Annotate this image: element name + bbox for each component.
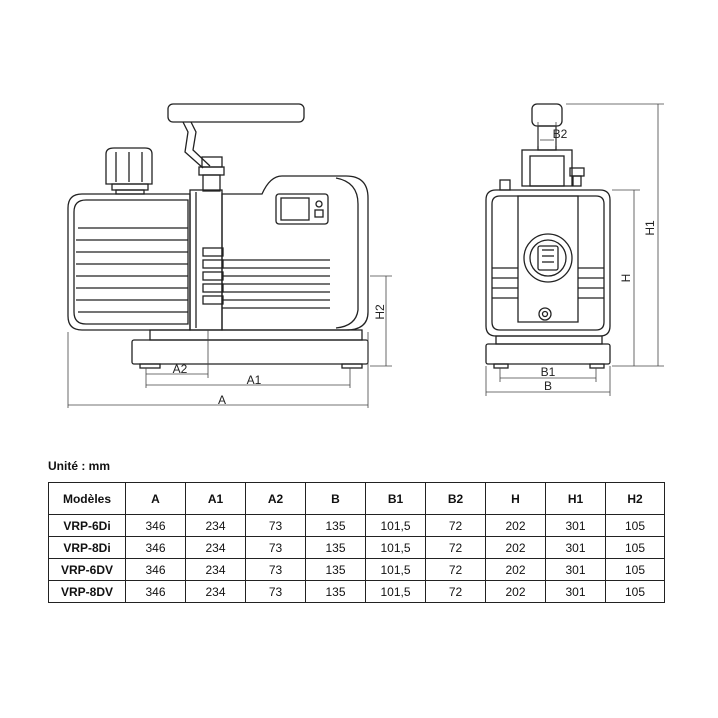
- table-cell: 73: [245, 580, 306, 603]
- spec-table: Modèles A A1 A2 B B1 B2 H H1 H2 VRP-6Di …: [48, 482, 665, 603]
- table-cell: 301: [545, 580, 606, 603]
- dim-label-a1: A1: [247, 373, 262, 387]
- column-header: B1: [365, 482, 426, 515]
- table-cell: 135: [305, 558, 366, 581]
- column-header: A2: [245, 482, 306, 515]
- dim-label-a2: A2: [173, 362, 188, 376]
- table-cell: 105: [605, 514, 665, 537]
- dim-label-b1: B1: [541, 365, 556, 379]
- table-cell: 135: [305, 580, 366, 603]
- table-row: VRP-8Di 346 234 73 135 101,5 72 202 301 …: [48, 536, 665, 559]
- table-cell: 346: [125, 514, 186, 537]
- table-row: VRP-6DV 346 234 73 135 101,5 72 202 301 …: [48, 558, 665, 581]
- column-header: H1: [545, 482, 606, 515]
- dim-label-b2: B2: [553, 127, 568, 141]
- table-cell: 346: [125, 558, 186, 581]
- table-cell: 72: [425, 536, 486, 559]
- dim-label-h: H: [619, 274, 633, 283]
- dim-label-b: B: [544, 379, 552, 393]
- model-cell: VRP-8Di: [48, 536, 126, 559]
- table-cell: 101,5: [365, 514, 426, 537]
- column-header: H: [485, 482, 546, 515]
- table-row: VRP-8DV 346 234 73 135 101,5 72 202 301 …: [48, 580, 665, 603]
- table-cell: 234: [185, 580, 246, 603]
- dim-label-h2: H2: [373, 304, 387, 320]
- table-cell: 135: [305, 536, 366, 559]
- table-header-row: Modèles A A1 A2 B B1 B2 H H1 H2: [48, 482, 665, 515]
- column-header: A1: [185, 482, 246, 515]
- table-cell: 101,5: [365, 580, 426, 603]
- column-header: Modèles: [48, 482, 126, 515]
- table-cell: 72: [425, 580, 486, 603]
- dim-label-h1: H1: [643, 220, 657, 236]
- table-cell: 234: [185, 536, 246, 559]
- table-cell: 301: [545, 558, 606, 581]
- dim-label-a: A: [218, 393, 226, 407]
- table-cell: 346: [125, 580, 186, 603]
- table-cell: 202: [485, 558, 546, 581]
- table-cell: 234: [185, 514, 246, 537]
- unit-label: Unité : mm: [48, 459, 111, 473]
- table-cell: 73: [245, 536, 306, 559]
- front-view-pump: [485, 103, 611, 369]
- table-cell: 301: [545, 514, 606, 537]
- table-cell: 73: [245, 558, 306, 581]
- table-cell: 101,5: [365, 536, 426, 559]
- table-cell: 234: [185, 558, 246, 581]
- table-cell: 101,5: [365, 558, 426, 581]
- pump-technical-drawing: A2 A1 A H2 B1 B B2 H H1: [67, 103, 664, 408]
- table-cell: 73: [245, 514, 306, 537]
- table-cell: 105: [605, 558, 665, 581]
- model-cell: VRP-6DV: [48, 558, 126, 581]
- column-header: H2: [605, 482, 665, 515]
- dimension-lines: [67, 103, 664, 408]
- table-cell: 301: [545, 536, 606, 559]
- column-header: B: [305, 482, 366, 515]
- table-cell: 72: [425, 514, 486, 537]
- table-cell: 202: [485, 580, 546, 603]
- table-cell: 135: [305, 514, 366, 537]
- table-cell: 202: [485, 536, 546, 559]
- table-row: VRP-6Di 346 234 73 135 101,5 72 202 301 …: [48, 514, 665, 537]
- table-cell: 346: [125, 536, 186, 559]
- model-cell: VRP-6Di: [48, 514, 126, 537]
- column-header: B2: [425, 482, 486, 515]
- table-cell: 72: [425, 558, 486, 581]
- table-cell: 202: [485, 514, 546, 537]
- table-cell: 105: [605, 580, 665, 603]
- model-cell: VRP-8DV: [48, 580, 126, 603]
- column-header: A: [125, 482, 186, 515]
- table-cell: 105: [605, 536, 665, 559]
- side-view-pump: [67, 103, 369, 369]
